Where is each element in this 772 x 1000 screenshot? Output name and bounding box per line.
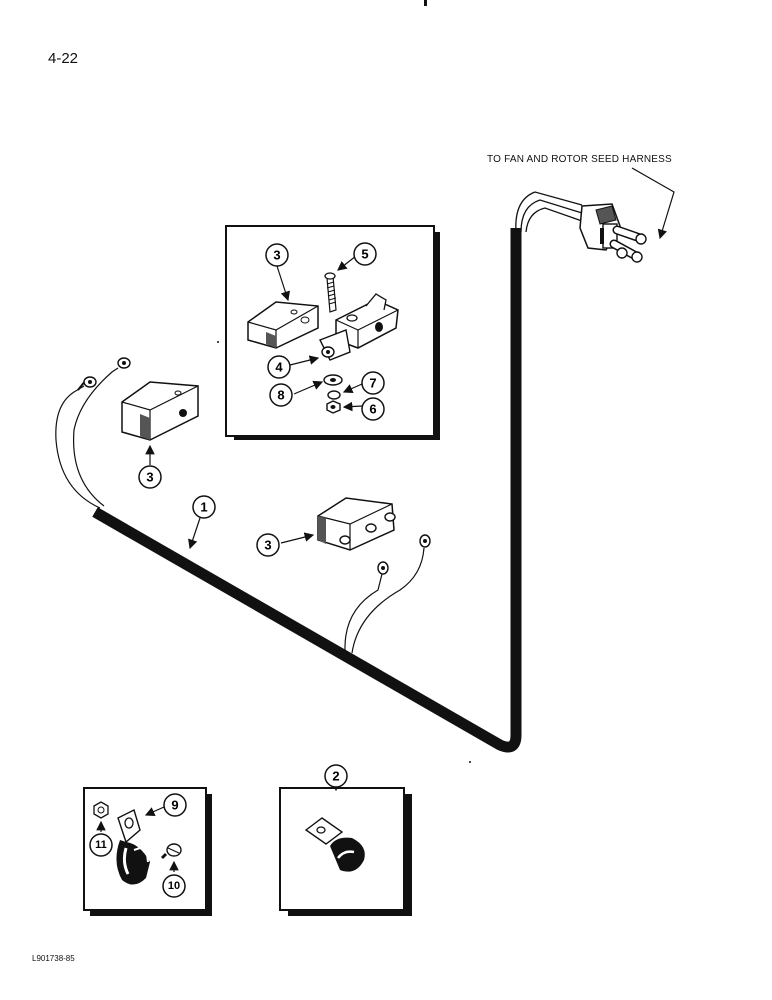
left-switch-leads	[55, 357, 131, 509]
callout-1: 1	[192, 495, 216, 519]
callout-8: 8	[269, 383, 293, 407]
svg-text:2: 2	[332, 769, 339, 784]
callout-3-left: 3	[138, 465, 162, 489]
middle-switch-leads	[344, 534, 431, 654]
callout-4: 4	[267, 355, 291, 379]
harness-connector-label: TO FAN AND ROTOR SEED HARNESS	[487, 154, 672, 165]
switch-detail-inset	[225, 225, 440, 440]
callout-7: 7	[361, 371, 385, 395]
svg-text:9: 9	[171, 798, 178, 813]
callout-3-inset: 3	[265, 243, 289, 267]
svg-text:4: 4	[275, 360, 283, 375]
limit-switch-middle	[280, 497, 396, 551]
callout-11: 11	[89, 833, 113, 857]
page-number: 4-22	[48, 50, 79, 67]
svg-text:7: 7	[369, 376, 376, 391]
callout-5: 5	[353, 242, 377, 266]
callout-9: 9	[163, 793, 187, 817]
svg-text:6: 6	[369, 402, 376, 417]
svg-text:3: 3	[146, 470, 153, 485]
svg-text:1: 1	[200, 500, 207, 515]
wiring-harness	[92, 191, 583, 753]
callout-3-middle: 3	[256, 533, 280, 557]
callout-10: 10	[162, 874, 186, 898]
clamp-detail-inset	[279, 781, 412, 916]
svg-text:3: 3	[273, 248, 280, 263]
svg-text:5: 5	[361, 247, 368, 262]
svg-text:10: 10	[168, 880, 180, 892]
svg-text:11: 11	[95, 839, 107, 851]
harness-connector	[579, 167, 675, 263]
svg-text:8: 8	[277, 388, 284, 403]
callout-2: 2	[324, 764, 348, 788]
svg-text:3: 3	[264, 538, 271, 553]
callout-6: 6	[361, 397, 385, 421]
limit-switch-left	[121, 381, 199, 465]
figure-code: L901738-85	[32, 954, 75, 963]
